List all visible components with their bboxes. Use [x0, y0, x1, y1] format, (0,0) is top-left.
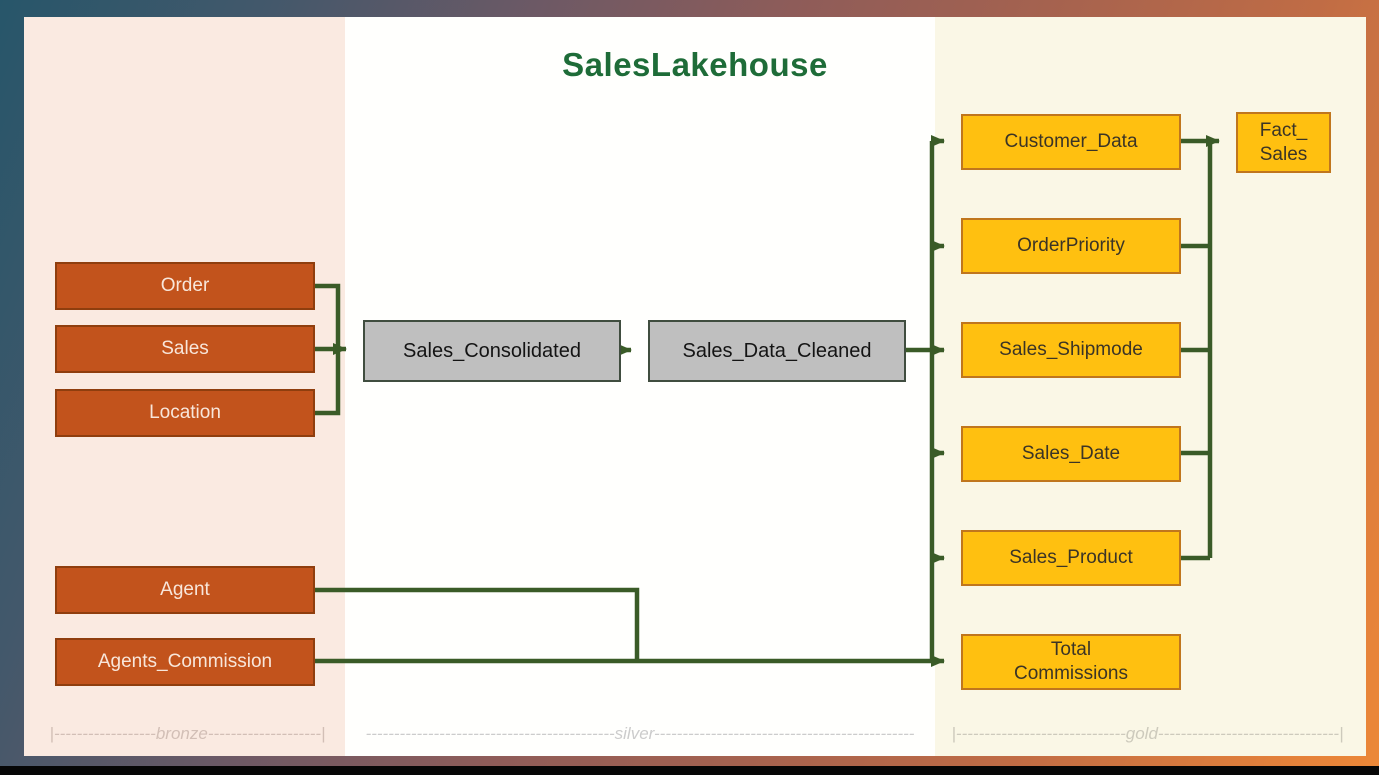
node-order: Order: [55, 262, 315, 310]
node-sales-data-cleaned: Sales_Data_Cleaned: [648, 320, 906, 382]
node-sales-label: Sales: [161, 338, 209, 360]
node-order-priority: OrderPriority: [961, 218, 1181, 274]
node-agents-commission: Agents_Commission: [55, 638, 315, 686]
node-fact-sales: Fact_ Sales: [1236, 112, 1331, 173]
node-agent: Agent: [55, 566, 315, 614]
node-sales-consolidated: Sales_Consolidated: [363, 320, 621, 382]
page-title: SalesLakehouse: [562, 46, 828, 83]
node-sales-consolidated-label: Sales_Consolidated: [403, 339, 581, 362]
node-sales-product: Sales_Product: [961, 530, 1181, 586]
bottom-letterbox-bar: [0, 766, 1379, 775]
node-sales-shipmode: Sales_Shipmode: [961, 322, 1181, 378]
bronze-zone-label: |------------------bronze---------------…: [49, 724, 326, 743]
node-sales: Sales: [55, 325, 315, 373]
silver-zone: [345, 17, 935, 756]
node-location: Location: [55, 389, 315, 437]
node-location-label: Location: [149, 402, 221, 424]
node-fact-sales-label: Fact_ Sales: [1259, 119, 1308, 165]
node-sales-shipmode-label: Sales_Shipmode: [999, 339, 1143, 361]
node-sales-product-label: Sales_Product: [1009, 547, 1133, 569]
gold-zone-label: |------------------------------gold-----…: [951, 724, 1344, 743]
node-sales-data-cleaned-label: Sales_Data_Cleaned: [682, 339, 872, 362]
silver-zone-label: ----------------------------------------…: [365, 724, 915, 743]
node-total-commissions: Total Commissions: [961, 634, 1181, 690]
node-sales-date-label: Sales_Date: [1021, 443, 1121, 465]
node-customer-data-label: Customer_Data: [1004, 131, 1138, 153]
node-total-commissions-label: Total Commissions: [1013, 639, 1129, 684]
node-sales-date: Sales_Date: [961, 426, 1181, 482]
node-agent-label: Agent: [160, 579, 210, 601]
node-customer-data: Customer_Data: [961, 114, 1181, 170]
bronze-zone: [24, 17, 345, 756]
node-order-label: Order: [160, 275, 210, 297]
node-order-priority-label: OrderPriority: [1017, 235, 1125, 257]
node-agents-commission-label: Agents_Commission: [97, 651, 273, 673]
